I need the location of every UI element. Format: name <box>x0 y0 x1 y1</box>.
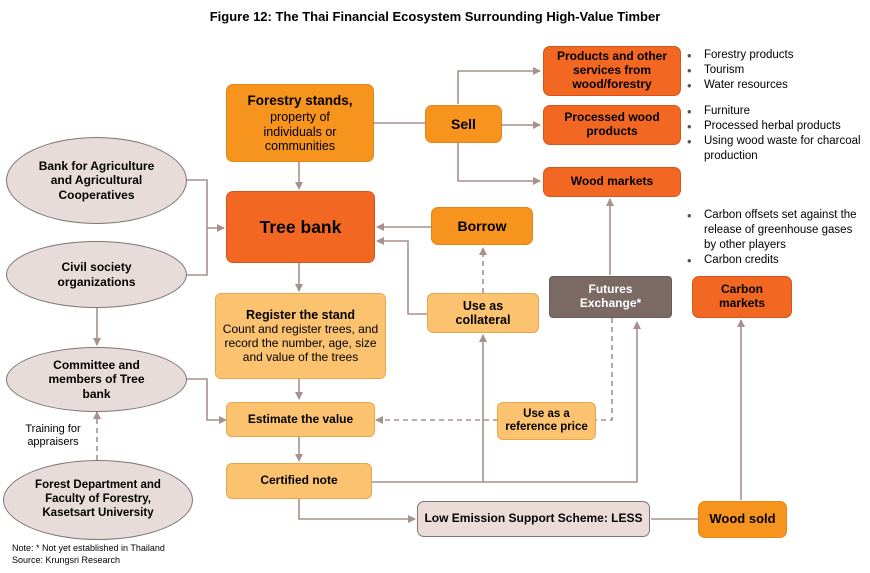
bracket-baac <box>186 179 208 276</box>
forest-department-label: Forest Department and Faculty of Forestr… <box>35 479 161 519</box>
carbon-bullet-list: Carbon offsets set against the release o… <box>687 208 863 268</box>
training-label: Training for appraisers <box>25 423 81 448</box>
civil-society-oval: Civil society organizations <box>6 241 187 308</box>
arrow-sell-woodmarkets <box>457 143 541 185</box>
products-bullet: Tourism <box>687 63 867 78</box>
borrow-label: Borrow <box>457 217 507 234</box>
source-note: Source: Krungsri Research <box>12 555 121 565</box>
carbon-markets-box: Carbon markets <box>692 276 792 318</box>
processed-wood-label: Processed wood products <box>564 110 660 138</box>
carbon-bullet: Carbon credits <box>687 253 863 268</box>
estimate-value-label: Estimate the value <box>247 411 354 426</box>
sell-box: Sell <box>425 105 502 143</box>
processed-bullet-list: Furniture Processed herbal products Usin… <box>687 104 867 164</box>
wood-markets-box: Wood markets <box>543 167 681 197</box>
use-collateral-box: Use as collateral <box>427 293 539 333</box>
civil-society-label: Civil society organizations <box>57 260 136 289</box>
processed-bullet: Furniture <box>687 104 867 119</box>
committee-label: Committee and members of Tree bank <box>48 357 145 401</box>
products-bullet: Water resources <box>687 78 867 93</box>
register-stand-body: Count and register trees, and record the… <box>222 321 379 364</box>
tree-bank-label: Tree bank <box>259 216 342 237</box>
baac-label: Bank for Agriculture and Agricultural Co… <box>38 158 155 202</box>
certified-note-label: Certified note <box>260 473 338 488</box>
figure-title: Figure 12: The Thai Financial Ecosystem … <box>209 9 661 24</box>
arrow-committee-estimate <box>186 378 227 424</box>
products-bullet-list: Forestry products Tourism Water resource… <box>687 48 867 93</box>
forestry-stands-title: Forestry stands, <box>247 92 353 108</box>
wood-markets-label: Wood markets <box>570 174 654 189</box>
reference-price-label: Use as a reference price <box>505 407 588 433</box>
less-label: Low Emission Support Scheme: LESS <box>424 511 643 526</box>
arrow-certified-less <box>298 499 416 523</box>
tree-bank-box: Tree bank <box>226 191 375 263</box>
forestry-stands-box: Forestry stands, property of individuals… <box>226 84 374 162</box>
processed-bullet: Using wood waste for charcoal production <box>687 134 867 164</box>
footnote: Note: * Not yet established in Thailand <box>12 543 165 553</box>
forestry-stands-body: property of individuals or communities <box>263 110 337 153</box>
borrow-box: Borrow <box>431 207 533 245</box>
certified-note-box: Certified note <box>226 463 372 499</box>
arrow-sell-products <box>457 67 541 104</box>
register-stand-title: Register the stand <box>245 307 356 322</box>
carbon-markets-label: Carbon markets <box>718 282 766 310</box>
processed-bullet: Processed herbal products <box>687 119 867 134</box>
wood-sold-box: Wood sold <box>698 501 787 538</box>
carbon-bullet: Carbon offsets set against the release o… <box>687 208 863 253</box>
arrow-certified-futures <box>483 321 641 483</box>
arrow-certified-collateral <box>372 334 487 483</box>
dashed-futures-reference <box>596 318 613 421</box>
use-collateral-label: Use as collateral <box>455 298 511 327</box>
futures-exchange-label: Futures Exchange* <box>579 282 642 310</box>
futures-exchange-box: Futures Exchange* <box>549 276 672 318</box>
less-box: Low Emission Support Scheme: LESS <box>417 501 650 537</box>
reference-price-box: Use as a reference price <box>497 402 596 440</box>
forest-department-oval: Forest Department and Faculty of Forestr… <box>3 460 193 540</box>
wood-sold-label: Wood sold <box>709 511 776 527</box>
estimate-value-box: Estimate the value <box>226 402 375 437</box>
committee-oval: Committee and members of Tree bank <box>6 347 187 412</box>
arrow-collateral-treebank <box>376 237 427 315</box>
processed-wood-box: Processed wood products <box>543 105 681 145</box>
baac-oval: Bank for Agriculture and Agricultural Co… <box>6 137 187 224</box>
products-services-label: Products and other services from wood/fo… <box>556 49 667 91</box>
products-services-box: Products and other services from wood/fo… <box>543 46 681 96</box>
sell-label: Sell <box>451 115 476 132</box>
products-bullet: Forestry products <box>687 48 867 63</box>
register-stand-box: Register the stand Count and register tr… <box>215 293 386 379</box>
